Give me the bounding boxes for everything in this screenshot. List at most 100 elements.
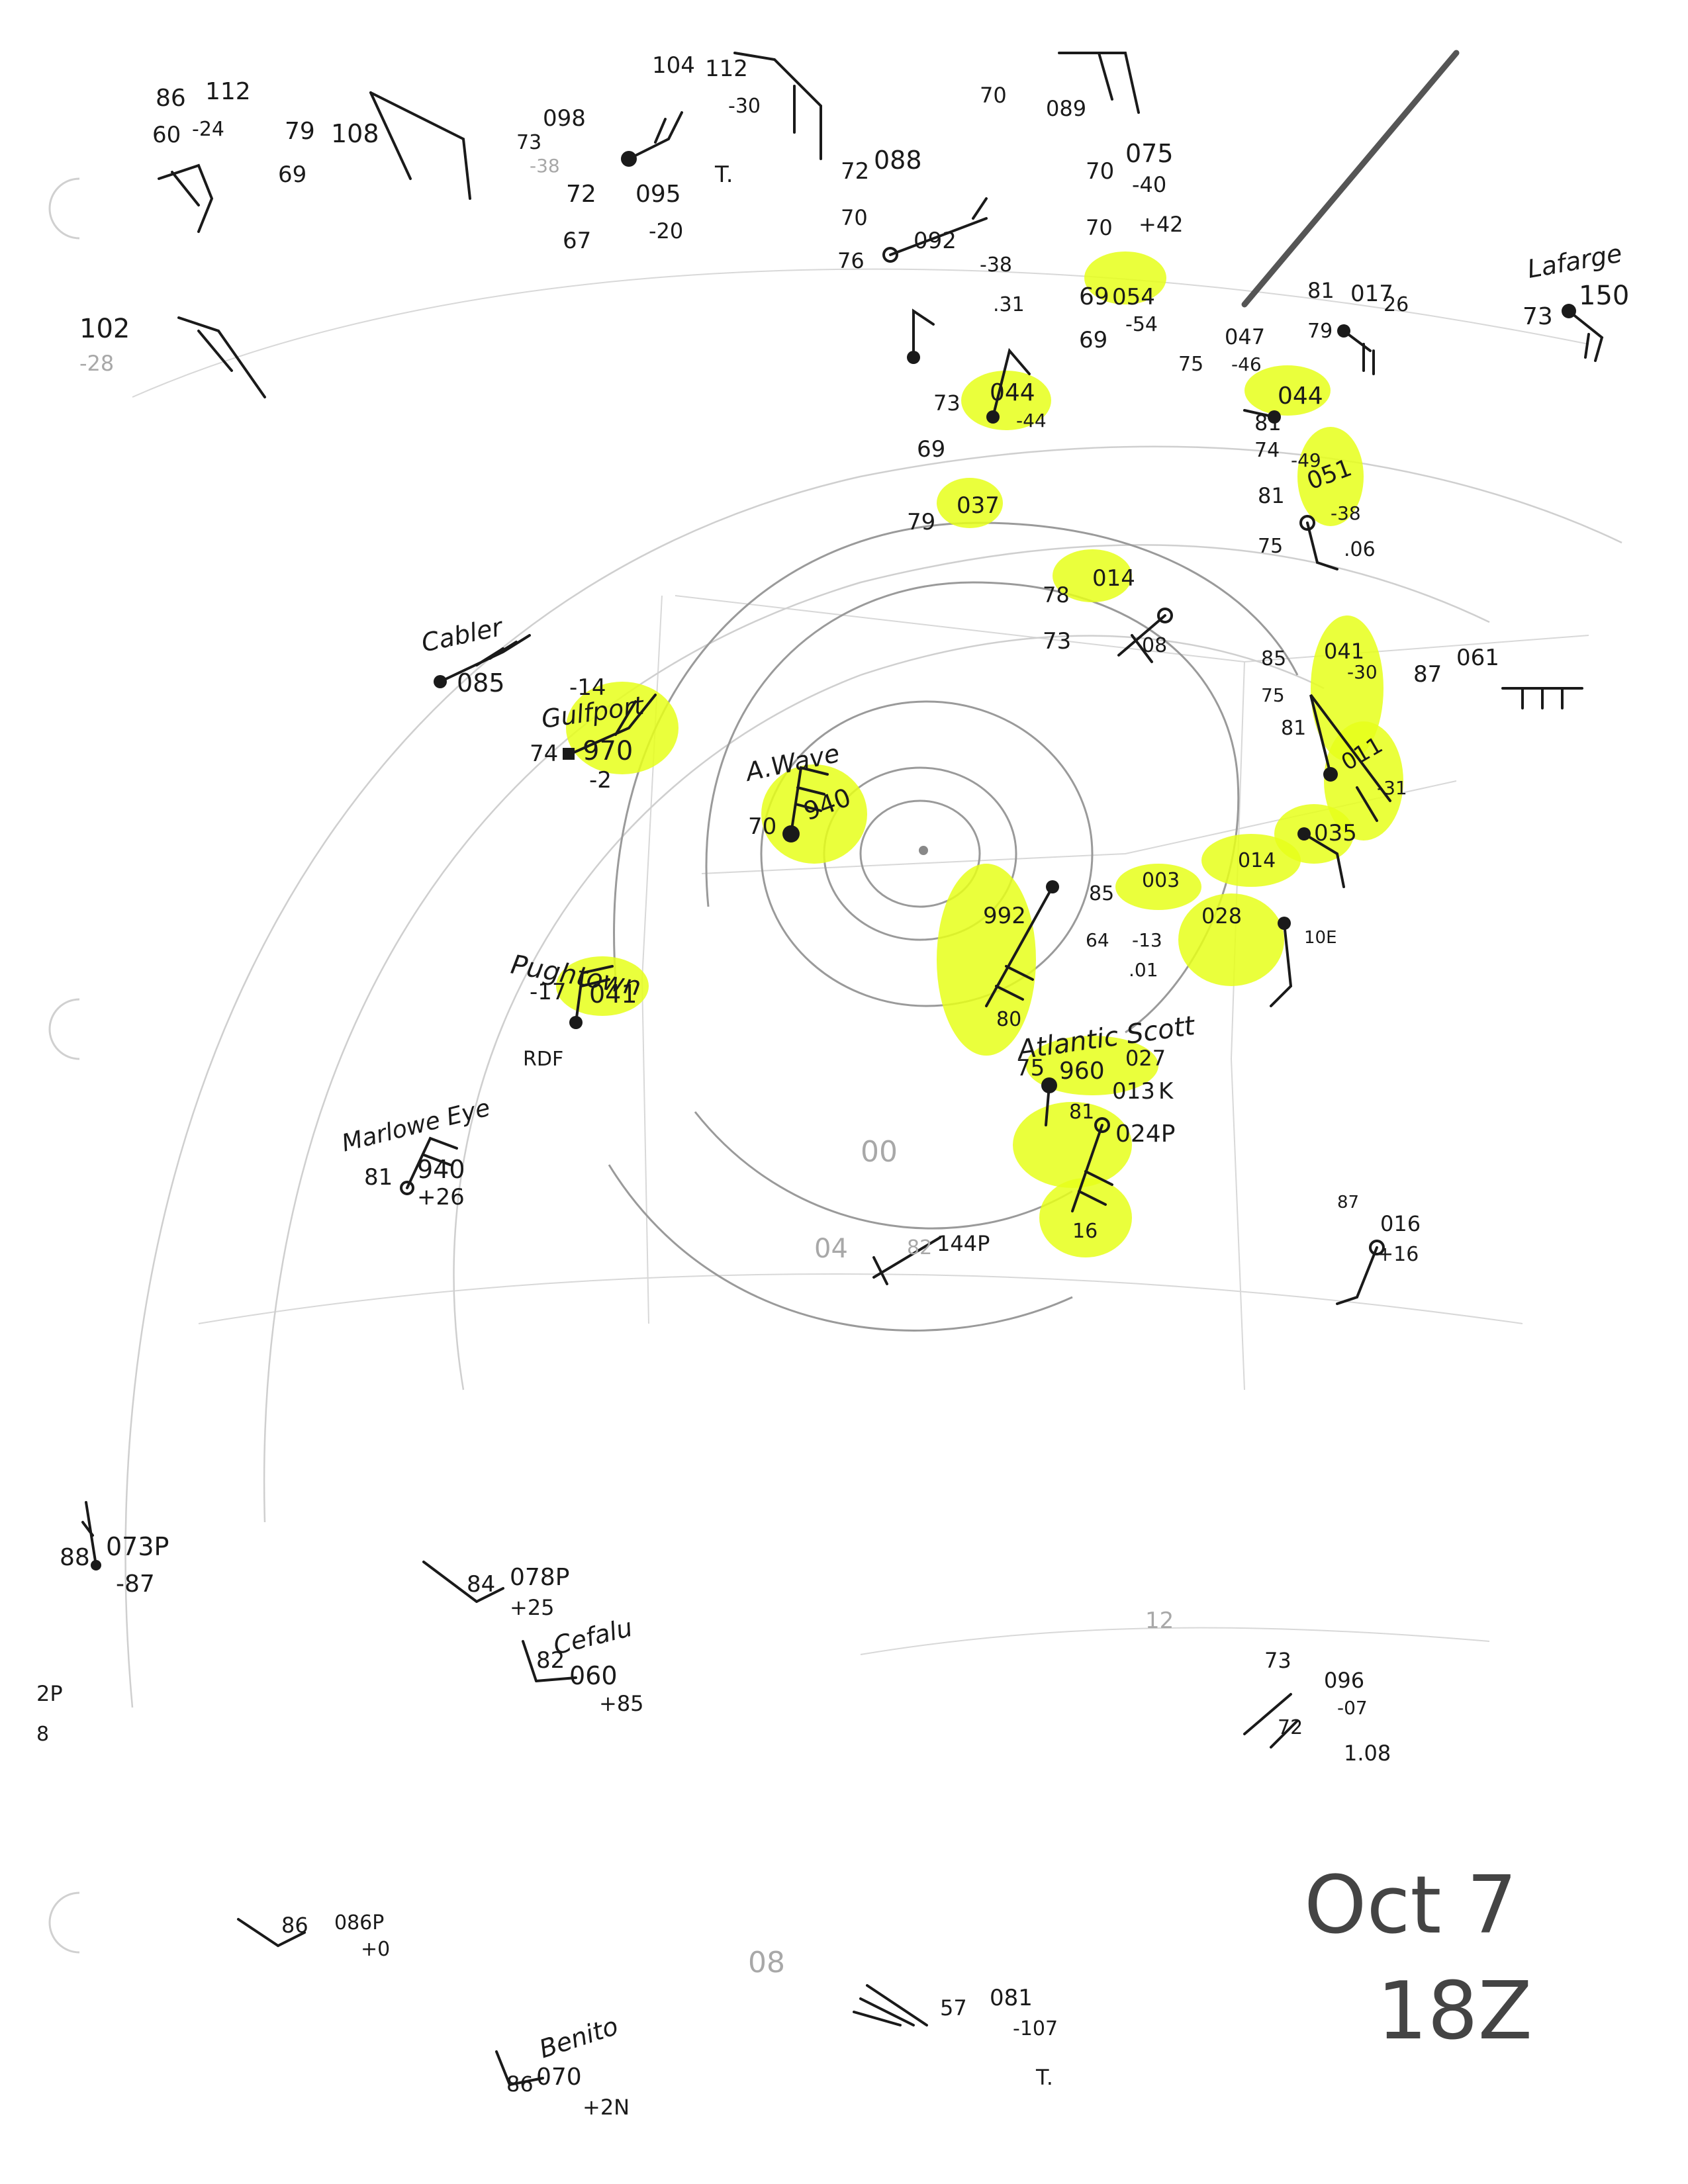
svg-text:075: 075 <box>1125 139 1174 168</box>
svg-text:80: 80 <box>996 1008 1021 1031</box>
svg-text:112: 112 <box>705 56 748 82</box>
svg-text:.31: .31 <box>993 293 1025 316</box>
svg-text:T.: T. <box>1035 2065 1053 2090</box>
svg-text:044: 044 <box>1278 383 1323 410</box>
svg-text:078P: 078P <box>510 1564 569 1591</box>
svg-text:054: 054 <box>1112 284 1155 310</box>
station-note: RDF <box>523 1048 563 1071</box>
svg-text:81: 81 <box>1258 483 1285 508</box>
station-temp: 82 <box>536 1647 565 1674</box>
station-temp: 81 <box>364 1164 393 1191</box>
highlights <box>556 251 1403 1257</box>
svg-text:26: 26 <box>1383 293 1409 316</box>
svg-text:84: 84 <box>467 1571 495 1598</box>
svg-text:+42: +42 <box>1139 212 1184 237</box>
station-tendency: -17 <box>530 979 567 1005</box>
svg-text:088: 088 <box>874 146 922 175</box>
svg-text:81: 81 <box>1307 278 1335 303</box>
svg-text:74: 74 <box>1254 439 1280 462</box>
svg-text:81: 81 <box>1254 410 1282 435</box>
svg-text:027: 027 <box>1125 1046 1166 1071</box>
svg-text:086P: 086P <box>334 1911 384 1934</box>
svg-text:70: 70 <box>1086 158 1114 185</box>
svg-text:096: 096 <box>1324 1668 1364 1693</box>
svg-text:78: 78 <box>1043 582 1070 608</box>
station-pressure: 970 <box>583 736 633 766</box>
svg-text:-40: -40 <box>1132 172 1166 197</box>
svg-text:-20: -20 <box>649 218 683 244</box>
svg-text:76: 76 <box>837 248 865 273</box>
station-name: Marlowe Eye <box>339 1095 492 1158</box>
svg-text:-30: -30 <box>1347 661 1378 683</box>
svg-text:098: 098 <box>543 105 586 132</box>
svg-text:092: 092 <box>914 228 957 254</box>
station-name: Lafarge <box>1525 238 1624 283</box>
svg-text:.06: .06 <box>1344 538 1376 561</box>
station-temp: 86 <box>506 2071 534 2097</box>
svg-text:+25: +25 <box>510 1595 555 1620</box>
svg-text:102: 102 <box>79 314 130 344</box>
svg-text:08: 08 <box>1142 634 1167 657</box>
svg-text:75: 75 <box>1178 353 1203 376</box>
svg-text:035: 035 <box>1314 820 1357 846</box>
svg-text:-107: -107 <box>1013 2017 1058 2040</box>
svg-text:69: 69 <box>1079 327 1107 353</box>
svg-text:86: 86 <box>156 85 186 112</box>
svg-text:044: 044 <box>990 379 1035 406</box>
svg-text:-38: -38 <box>980 253 1012 277</box>
station-tendency: +85 <box>599 1691 644 1716</box>
svg-text:992: 992 <box>983 903 1026 929</box>
svg-text:00: 00 <box>861 1135 898 1169</box>
svg-text:112: 112 <box>205 78 251 105</box>
svg-text:79: 79 <box>1307 320 1333 343</box>
svg-text:64: 64 <box>1086 929 1109 951</box>
svg-text:095: 095 <box>635 181 681 208</box>
svg-text:73: 73 <box>1043 628 1071 655</box>
station-pressure: 960 <box>1059 1058 1105 1085</box>
svg-text:69: 69 <box>917 436 945 463</box>
svg-text:037: 037 <box>957 492 1000 519</box>
station-name: Cabler <box>419 612 506 658</box>
svg-text:04: 04 <box>814 1234 848 1264</box>
front-line <box>1241 50 1460 308</box>
station-name: Benito <box>536 2011 622 2064</box>
svg-text:72: 72 <box>841 158 869 185</box>
station-tendency: +2N <box>583 2095 630 2120</box>
station-pressure: 940 <box>417 1155 465 1184</box>
svg-text:69: 69 <box>278 161 306 188</box>
map-title: Oct 7 18Z <box>1304 1860 1532 2058</box>
svg-text:013: 013 <box>1112 1078 1155 1105</box>
svg-text:041: 041 <box>1324 639 1364 664</box>
svg-text:88: 88 <box>60 1544 90 1571</box>
svg-text:87: 87 <box>1337 1193 1359 1212</box>
svg-text:014: 014 <box>1092 565 1135 592</box>
svg-text:81: 81 <box>1281 717 1306 740</box>
svg-text:85: 85 <box>1261 647 1286 670</box>
station-pressure: 150 <box>1579 281 1629 311</box>
svg-text:073P: 073P <box>106 1532 169 1561</box>
outer-isobars <box>124 445 1622 1708</box>
svg-text:-44: -44 <box>1016 410 1047 432</box>
binder-holes <box>48 177 80 1954</box>
svg-text:-38: -38 <box>1331 502 1361 524</box>
svg-text:024P: 024P <box>1115 1120 1175 1148</box>
svg-text:028: 028 <box>1201 903 1242 929</box>
svg-text:69: 69 <box>1079 283 1109 310</box>
svg-text:-14: -14 <box>569 674 606 701</box>
svg-text:.01: .01 <box>1129 959 1158 981</box>
svg-text:67: 67 <box>563 228 591 254</box>
svg-text:70: 70 <box>980 83 1007 108</box>
svg-text:8: 8 <box>36 1723 49 1746</box>
svg-text:72: 72 <box>566 181 596 208</box>
svg-text:81: 81 <box>1069 1101 1094 1124</box>
svg-text:73: 73 <box>933 390 961 416</box>
map-date: Oct 7 <box>1304 1860 1517 1952</box>
map-time: 18Z <box>1377 1966 1532 2058</box>
svg-text:70: 70 <box>841 205 868 230</box>
svg-text:081: 081 <box>990 1985 1033 2011</box>
svg-text:1.08: 1.08 <box>1344 1741 1391 1766</box>
svg-text:73: 73 <box>516 131 541 154</box>
station-temp: 74 <box>530 741 558 767</box>
svg-text:K: K <box>1158 1078 1174 1105</box>
